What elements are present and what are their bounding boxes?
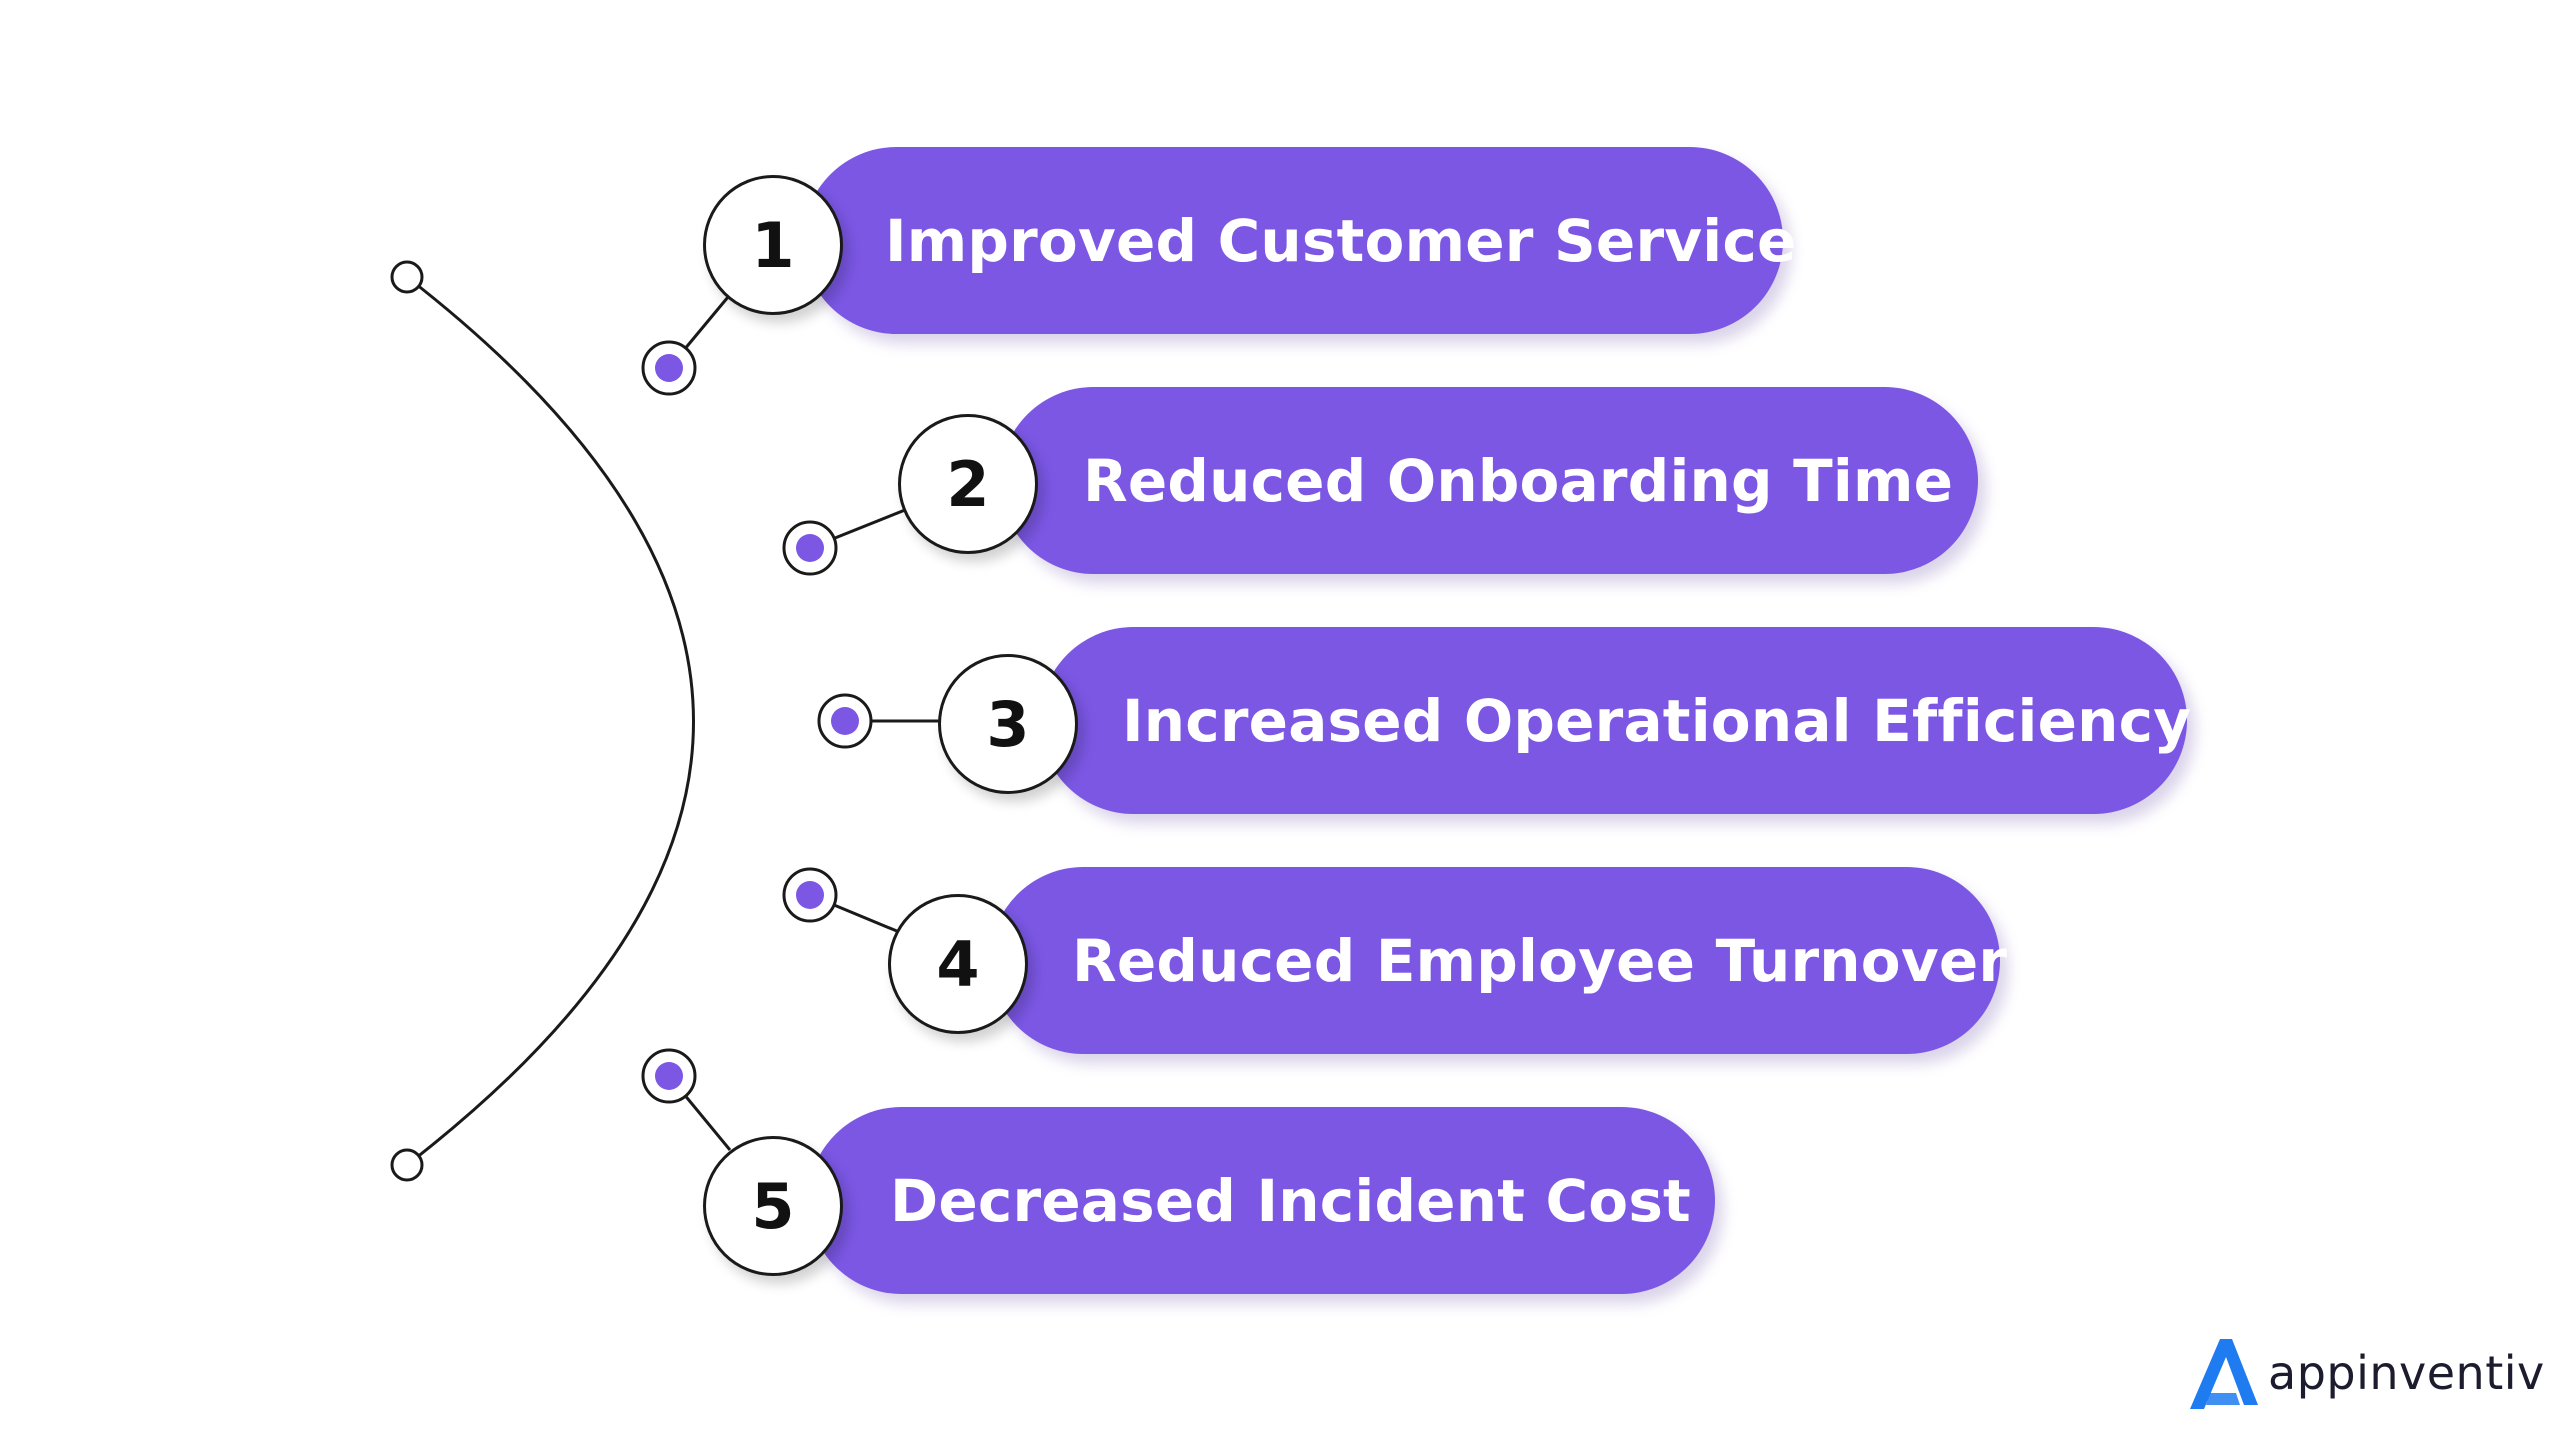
benefit-number-4: 4 (936, 927, 980, 1001)
benefit-number-5: 5 (751, 1169, 795, 1243)
arc-node-2 (782, 520, 838, 576)
benefit-number-1: 1 (751, 208, 795, 282)
benefit-number-circle-3: 3 (938, 654, 1078, 794)
benefit-pill-5: Decreased Incident Cost (808, 1107, 1715, 1294)
benefit-label-3: Increased Operational Efficiency (1122, 686, 2192, 755)
benefit-label-5: Decreased Incident Cost (890, 1166, 1691, 1235)
benefit-number-2: 2 (946, 447, 990, 521)
arc-end-cap-top (390, 260, 424, 294)
benefit-pill-2: Reduced Onboarding Time (1000, 387, 1978, 574)
arc-node-4 (782, 867, 838, 923)
benefit-pill-1: Improved Customer Service (803, 147, 1796, 334)
benefit-label-4: Reduced Employee Turnover (1072, 926, 2008, 995)
main-arc (406, 275, 695, 1167)
arc-node-1 (641, 340, 697, 396)
benefit-number-circle-1: 1 (703, 175, 843, 315)
benefit-pill-4: Reduced Employee Turnover (990, 867, 2007, 1054)
benefit-label-1: Improved Customer Service (885, 206, 1797, 275)
benefit-number-3: 3 (986, 687, 1030, 761)
arc-node-5 (641, 1048, 697, 1104)
benefit-label-2: Reduced Onboarding Time (1083, 446, 1954, 515)
arc-node-3 (817, 693, 873, 749)
appinventiv-logo-icon (2190, 1339, 2258, 1409)
arc-end-cap-bottom (390, 1148, 424, 1182)
appinventiv-logo: appinventiv (2184, 1333, 2544, 1413)
benefit-pill-3: Increased Operational Efficiency (1040, 627, 2191, 814)
benefit-number-circle-2: 2 (898, 414, 1038, 554)
logo-text: appinventiv (2268, 1346, 2545, 1400)
benefit-number-circle-4: 4 (888, 894, 1028, 1034)
benefit-number-circle-5: 5 (703, 1136, 843, 1276)
